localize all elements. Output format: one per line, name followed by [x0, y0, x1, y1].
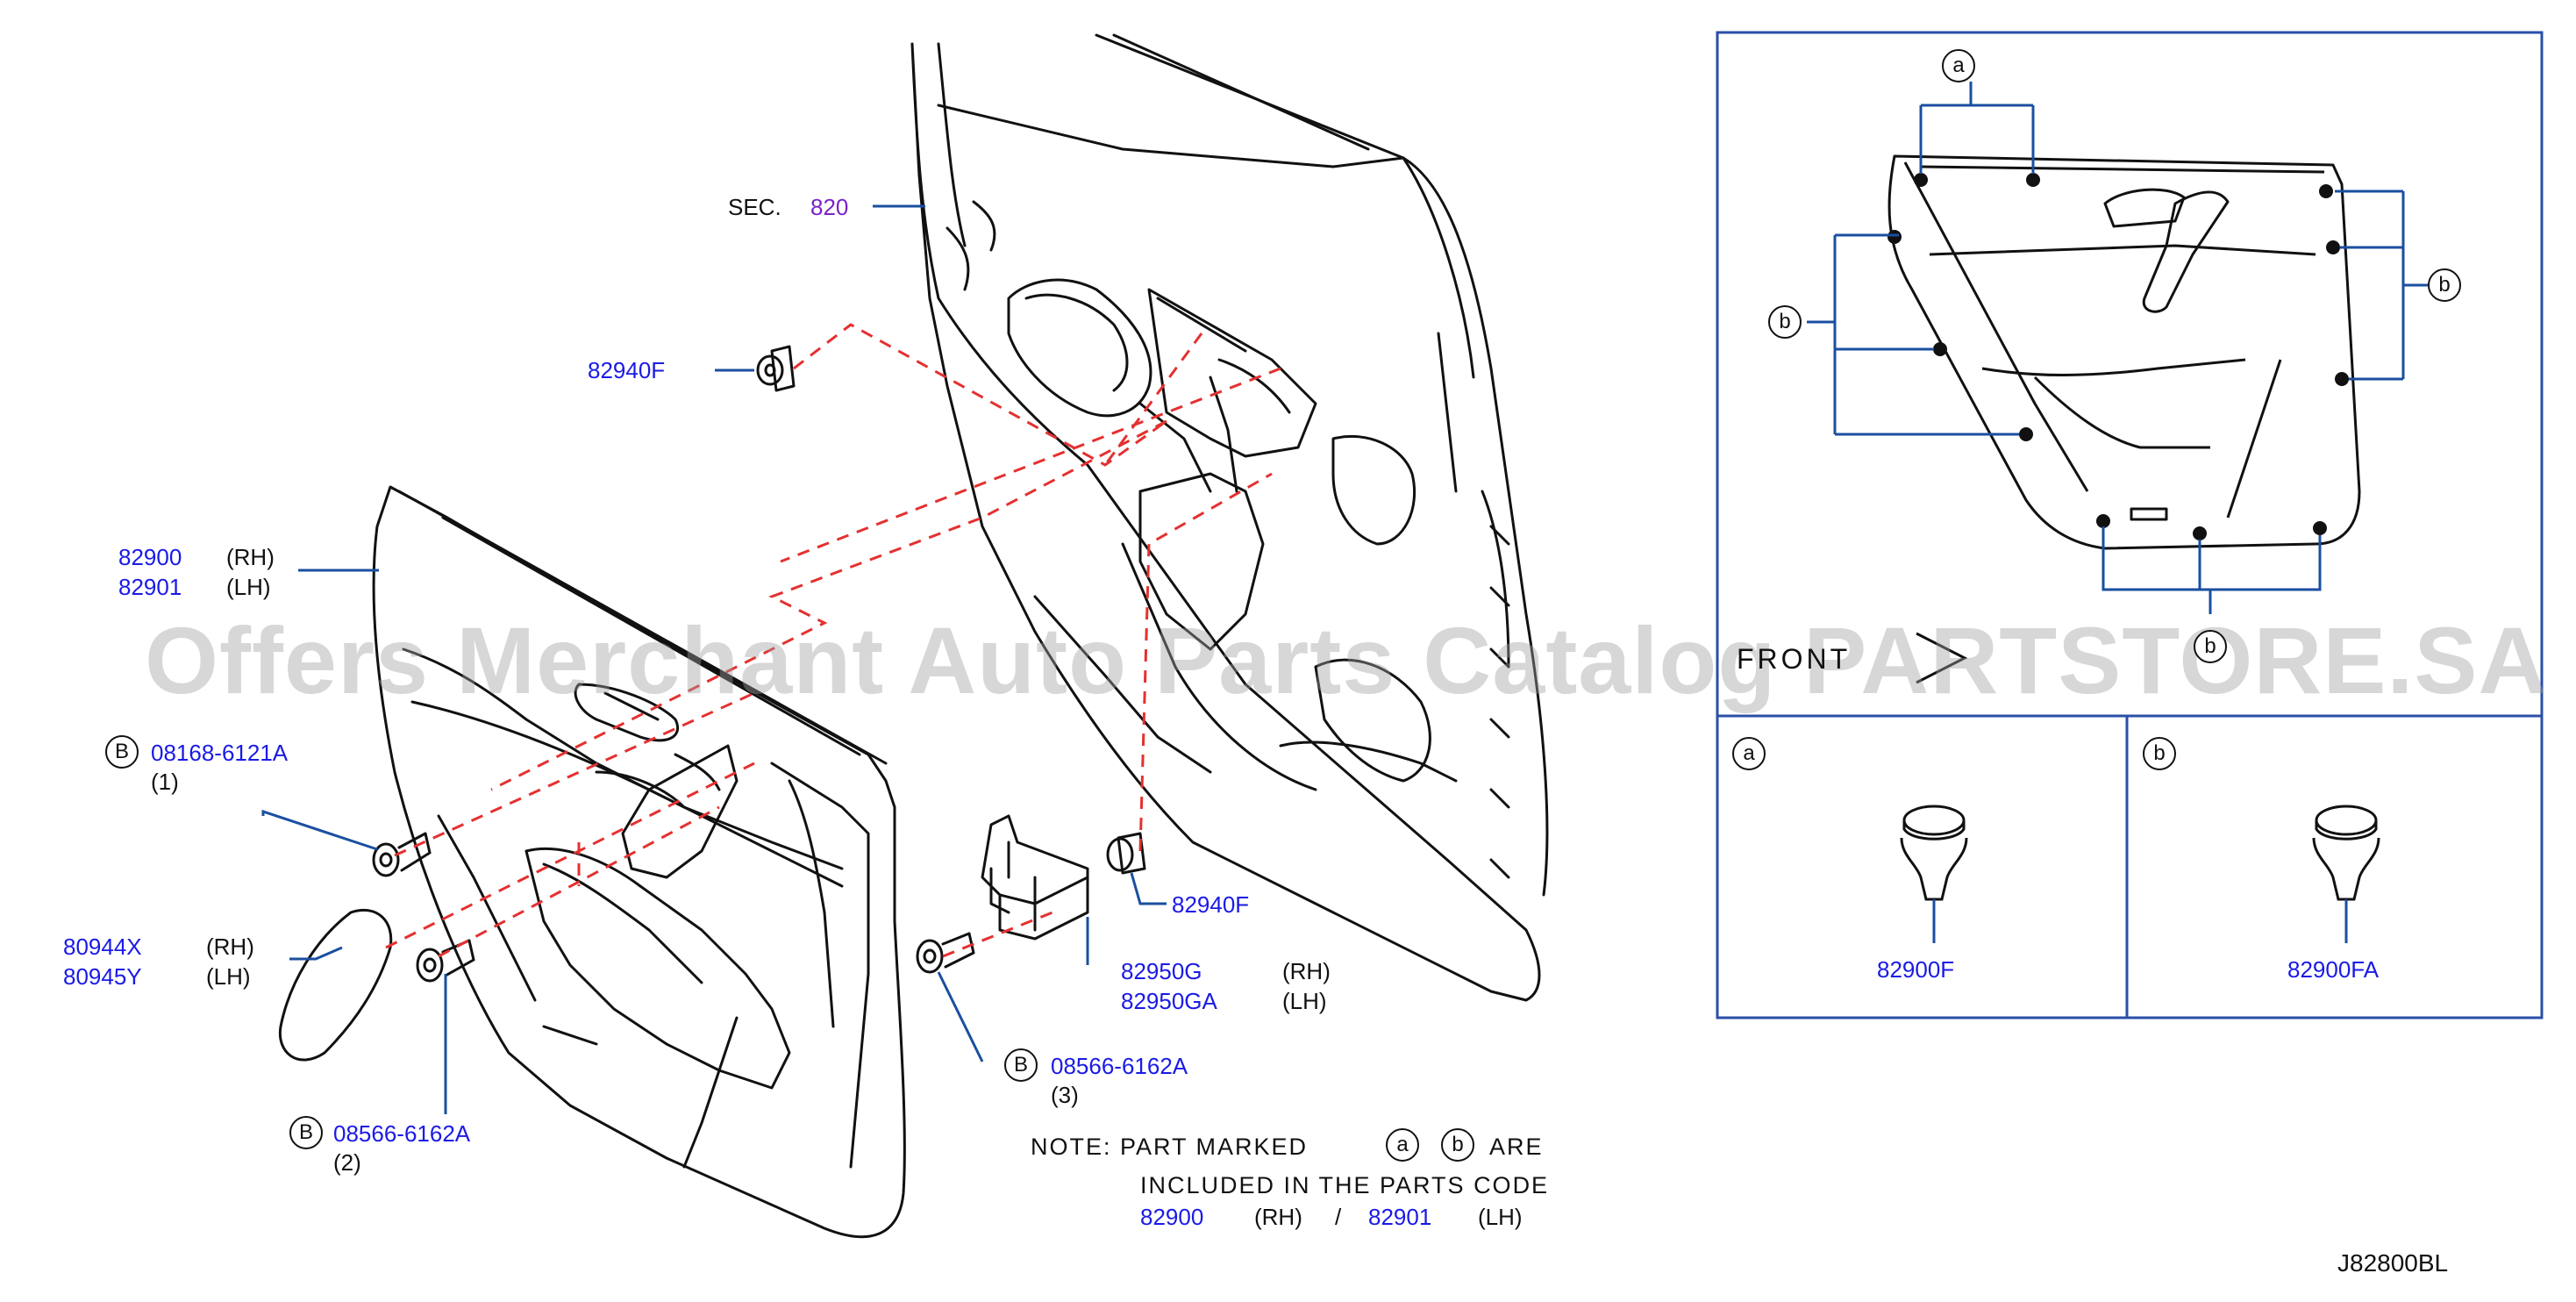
pull-rh-code-link[interactable]: 80944X — [63, 934, 142, 960]
inset-marker-b-left: b — [1768, 305, 1802, 339]
note-slash: / — [1335, 1204, 1342, 1230]
clip-82900fa-icon — [2312, 805, 2380, 943]
inset-marker-b-bottom: b — [2194, 630, 2227, 663]
note-line1-suffix: ARE — [1489, 1134, 1544, 1160]
screw1-marker: B — [105, 735, 139, 769]
screw3-code-link[interactable]: 08566-6162A — [1051, 1053, 1188, 1079]
screw3-marker: B — [1004, 1048, 1038, 1082]
trim-rh-code-link[interactable]: 82900 — [118, 544, 182, 570]
screw-2-icon — [416, 939, 475, 983]
screw1-qty: (1) — [151, 769, 179, 795]
screw3-qty: (3) — [1051, 1082, 1079, 1108]
clip-82900f-icon — [1900, 805, 1968, 943]
bracket-lh-code-link[interactable]: 82950GA — [1121, 988, 1217, 1014]
pull-handle-cover — [278, 908, 393, 1062]
inset-marker-a: a — [1942, 49, 1975, 82]
screw1-code-link[interactable]: 08168-6121A — [151, 740, 289, 766]
clip-lower-icon — [1106, 832, 1146, 875]
note-marker-b: b — [1441, 1128, 1474, 1162]
screw2-marker: B — [289, 1116, 323, 1149]
drawing-code: J82800BL — [2337, 1249, 2449, 1277]
door-inner-panel — [910, 33, 1549, 1002]
inset-frame — [1716, 31, 2544, 1019]
bracket-rh-code-link[interactable]: 82950G — [1121, 958, 1202, 984]
pull-lh-side: (LH) — [206, 963, 251, 990]
front-label: FRONT — [1737, 643, 1852, 675]
inset-clip-points — [1887, 173, 2349, 540]
bracket-rh-side: (RH) — [1282, 958, 1331, 984]
phantom-lines — [385, 323, 1281, 958]
pull-lh-code-link[interactable]: 80945Y — [63, 963, 142, 990]
detail-a-code-link[interactable]: 82900F — [1877, 956, 1955, 983]
clip-lower-code-link[interactable]: 82940F — [1172, 891, 1250, 918]
detail-b-code-link[interactable]: 82900FA — [2287, 956, 2380, 983]
clip-upper-code-link[interactable]: 82940F — [588, 357, 666, 383]
inset-trim-panel — [1887, 154, 2361, 550]
inset-callout-brackets — [1807, 82, 2428, 614]
front-arrow-icon — [1916, 632, 1968, 684]
screw2-code-link[interactable]: 08566-6162A — [333, 1120, 471, 1147]
detail-a-marker: a — [1732, 737, 1766, 770]
bracket-icon — [981, 814, 1089, 941]
note-code-lh-link[interactable]: 82901 — [1368, 1204, 1432, 1230]
trim-lh-code-link[interactable]: 82901 — [118, 574, 182, 600]
leader-lines — [261, 204, 1167, 1114]
note-side-lh: (LH) — [1478, 1204, 1523, 1230]
clip-upper-icon — [756, 345, 796, 392]
trim-rh-side: (RH) — [226, 544, 275, 570]
note-code-rh-link[interactable]: 82900 — [1140, 1204, 1204, 1230]
note-marker-a: a — [1386, 1128, 1419, 1162]
inset-marker-b-right: b — [2428, 268, 2461, 302]
screw-3-icon — [916, 932, 975, 974]
pull-rh-side: (RH) — [206, 934, 254, 960]
screw2-qty: (2) — [333, 1149, 361, 1176]
bracket-lh-side: (LH) — [1282, 988, 1327, 1014]
detail-b-marker: b — [2143, 737, 2176, 770]
watermark: Offers Merchant Auto Parts Catalog PARTS… — [145, 607, 2548, 713]
trim-lh-side: (LH) — [226, 574, 271, 600]
note-side-rh: (RH) — [1254, 1204, 1302, 1230]
note-line1-prefix: NOTE: PART MARKED — [1031, 1134, 1309, 1160]
note-line2: INCLUDED IN THE PARTS CODE — [1140, 1172, 1550, 1198]
section-prefix: SEC. — [728, 194, 781, 220]
screw-1-icon — [372, 832, 432, 877]
section-number-link[interactable]: 820 — [810, 194, 849, 220]
door-trim-panel — [372, 485, 906, 1239]
